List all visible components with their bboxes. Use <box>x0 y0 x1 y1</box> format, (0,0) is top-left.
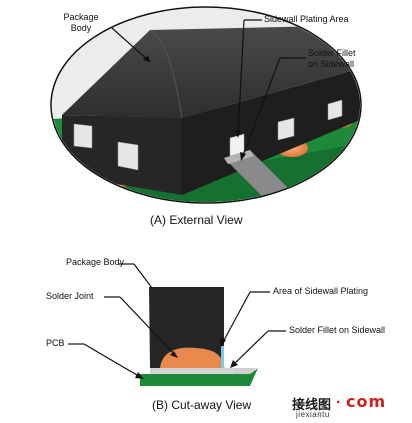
caption-cutaway-view: (B) Cut-away View <box>152 398 252 412</box>
sidewall-plating-area <box>221 346 224 368</box>
package-body-top <box>62 25 360 118</box>
watermark-com: com <box>346 392 387 411</box>
watermark: 接线图 . com jiexiantu <box>292 390 410 422</box>
label-solder-fillet: Solder Fillet on Sidewall <box>308 48 356 69</box>
label-area-of-sidewall-plating: Area of Sidewall Plating <box>273 286 369 296</box>
label-package-body: Package Body <box>63 12 99 33</box>
watermark-site: jiexiantu <box>296 410 330 419</box>
label-solder-joint: Solder Joint <box>46 291 94 301</box>
label-solder-fillet-on-sidewall: Solder Fillet on Sidewall <box>289 325 386 335</box>
lead-right-2 <box>327 99 343 121</box>
label-pcb: PCB <box>46 338 65 348</box>
lead-right-1 <box>277 117 295 141</box>
lead-left-2 <box>117 141 139 171</box>
watermark-dot: . <box>336 390 341 407</box>
copper-pad <box>150 368 234 374</box>
caption-external-view: (A) External View <box>150 213 243 227</box>
watermark-cn: 接线图 <box>292 398 332 413</box>
lead-left-1 <box>73 123 93 149</box>
label-package-body-b: Package Body <box>66 257 125 267</box>
cutaway-view-figure <box>68 263 286 386</box>
solder-joint <box>160 347 226 374</box>
label-sidewall-plating-area: Sidewall Plating Area <box>264 14 349 24</box>
external-view-figure <box>50 6 362 204</box>
